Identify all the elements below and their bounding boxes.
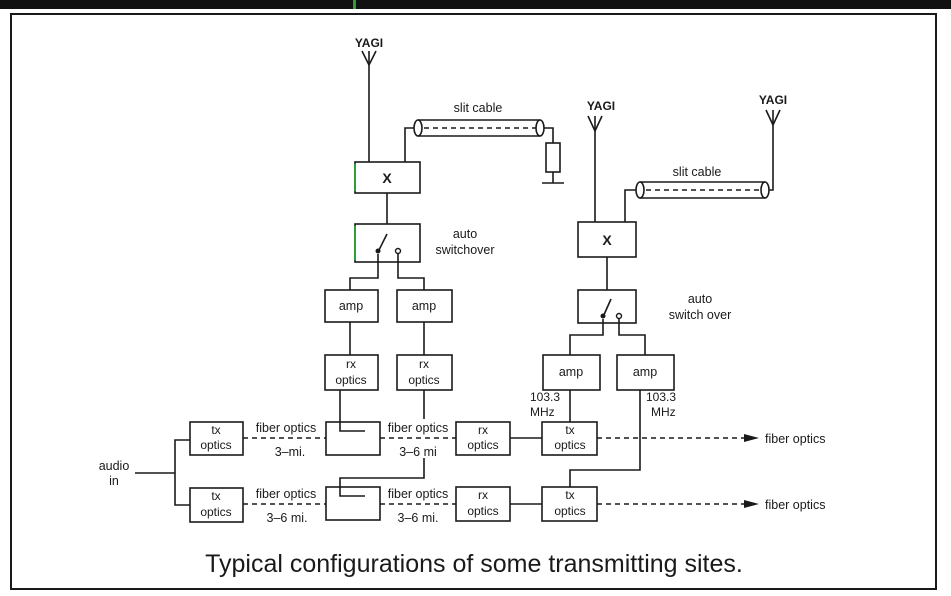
right-freq-label-2a: 103.3 <box>646 390 676 404</box>
row2-tx-out-label-b: optics <box>554 504 585 518</box>
left-rx-optics-label-1a: rx <box>346 357 356 371</box>
right-switch-pivot <box>600 313 606 319</box>
row2-tx-optics-label-a: tx <box>211 489 220 503</box>
right-antenna-label-2: YAGI <box>759 93 787 107</box>
row2-repeater-feed <box>339 487 365 497</box>
right-amp-box-1 <box>542 354 601 391</box>
left-rx-optics-box-1 <box>324 354 379 391</box>
row2-rx-optics-label-b: optics <box>467 504 498 518</box>
left-switch-label-line2: switchover <box>435 243 494 257</box>
right-switch-box <box>577 289 637 324</box>
left-amp-box-1 <box>324 289 379 323</box>
left-rx2-drop-lower <box>339 458 425 487</box>
left-antenna-label: YAGI <box>355 36 383 50</box>
row2-hop2-distance: 3–6 mi. <box>398 511 439 525</box>
right-switch-label-line1: auto <box>688 292 712 306</box>
row2-tx-optics-box <box>189 487 244 523</box>
right-switch-contact <box>615 312 623 320</box>
left-amp-box-2 <box>396 289 453 323</box>
right-amp-box-2 <box>616 354 675 391</box>
figure-frame <box>10 13 937 590</box>
right-switch-out-a <box>569 319 604 355</box>
row1-rx-optics-label-a: rx <box>478 423 488 437</box>
right-amp-label-1: amp <box>559 365 583 379</box>
right-switch-out-b <box>618 319 646 355</box>
audio-split-line <box>174 439 190 506</box>
row2-output-label: fiber optics <box>765 498 825 512</box>
row1-hop1-distance: 3–mi. <box>275 445 306 459</box>
left-rx-optics-label-2a: rx <box>419 357 429 371</box>
top-band-mark <box>353 0 356 9</box>
right-freq-label-2b: MHz <box>651 405 676 419</box>
row1-output-arrow <box>744 434 759 442</box>
row1-tx-out-label-b: optics <box>554 438 585 452</box>
row2-rx-optics-label-a: rx <box>478 488 488 502</box>
right-freq-label-1b: MHz <box>530 405 555 419</box>
row1-repeater-feed <box>339 422 365 432</box>
left-switch-box <box>354 223 421 263</box>
audio-input: audio in <box>99 439 190 506</box>
left-switch-out-b <box>397 254 425 290</box>
right-amp2-to-tx <box>569 390 641 487</box>
right-cable-label: slit cable <box>673 165 722 179</box>
left-switch-out-a <box>349 254 379 290</box>
right-antenna-2-feed <box>769 110 774 191</box>
row1-repeater-box <box>325 421 381 456</box>
row1-hop2-label: fiber optics <box>388 421 448 435</box>
left-cable-feed <box>404 127 414 162</box>
right-antenna-label-1: YAGI <box>587 99 615 113</box>
row2-tx-out-label-a: tx <box>565 488 574 502</box>
row2-hop1-label: fiber optics <box>256 487 316 501</box>
row1-rx-optics-label-b: optics <box>467 438 498 452</box>
row1-output-label: fiber optics <box>765 432 825 446</box>
left-cable-label: slit cable <box>454 101 503 115</box>
row2-hop1-distance: 3–6 mi. <box>267 511 308 525</box>
right-freq-label-1a: 103.3 <box>530 390 560 404</box>
row1-tx-optics-label-b: optics <box>200 438 231 452</box>
left-site: YAGI slit cable X auto switchover <box>324 36 564 487</box>
row2-output-arrow <box>744 500 759 508</box>
left-termination-resistor <box>545 142 561 173</box>
right-slit-cable <box>635 181 770 199</box>
row2-rx-optics-box <box>455 486 511 522</box>
left-switch-contact <box>394 247 402 255</box>
left-termination-line <box>544 127 554 143</box>
right-cable-feed <box>624 189 636 222</box>
row1-hop1-label: fiber optics <box>256 421 316 435</box>
row1-tx-out-label-a: tx <box>565 423 574 437</box>
link-row-1: tx optics fiber optics 3–mi. fiber optic… <box>189 421 825 459</box>
left-slit-cable <box>413 119 545 137</box>
right-site: YAGI YAGI slit cable X auto switch over <box>530 93 787 487</box>
right-switch-label-line2: switch over <box>669 308 732 322</box>
left-combiner-label: X <box>382 170 392 186</box>
row1-tx-optics-label-a: tx <box>211 423 220 437</box>
link-row-2: tx optics fiber optics 3–6 mi. fiber opt… <box>189 486 825 525</box>
top-band <box>0 0 951 9</box>
audio-input-label-line2: in <box>109 474 119 488</box>
row1-tx-optics-box <box>189 421 244 456</box>
left-rx-optics-label-1b: optics <box>335 373 366 387</box>
left-switch-pivot <box>375 248 381 254</box>
row2-tx-optics-label-b: optics <box>200 505 231 519</box>
left-rx-optics-label-2b: optics <box>408 373 439 387</box>
right-amp-label-2: amp <box>633 365 657 379</box>
figure-caption: Typical configurations of some transmitt… <box>205 550 743 578</box>
row1-hop2-distance: 3–6 mi <box>399 445 437 459</box>
audio-input-label-line1: audio <box>99 459 130 473</box>
right-combiner-label: X <box>602 232 612 248</box>
left-amp-label-1: amp <box>339 299 363 313</box>
row2-repeater-box <box>325 486 381 521</box>
left-switch-label-line1: auto <box>453 227 477 241</box>
row2-tx-out-box <box>541 486 598 522</box>
left-amp-label-2: amp <box>412 299 436 313</box>
row2-hop2-label: fiber optics <box>388 487 448 501</box>
